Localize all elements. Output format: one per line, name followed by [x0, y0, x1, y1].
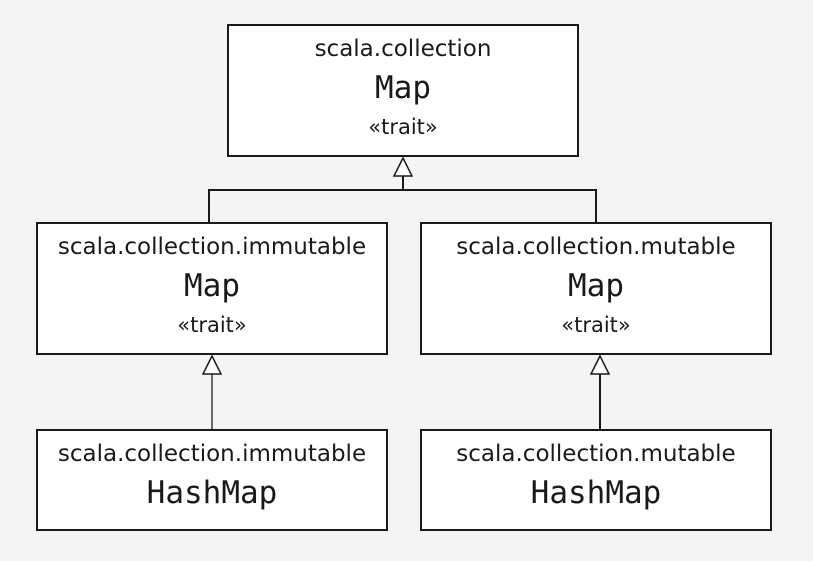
node-name: Map [375, 70, 431, 106]
node-stereotype: «trait» [561, 313, 631, 337]
node-name: Map [184, 268, 240, 304]
node-name: HashMap [146, 475, 278, 511]
inheritance-arrowhead [392, 156, 414, 177]
node-package: scala.collection.immutable [57, 441, 367, 467]
node-mutable-map: scala.collection.mutable Map «trait» [420, 222, 772, 355]
inheritance-arrowhead [589, 354, 611, 375]
node-package: scala.collection.immutable [57, 234, 367, 260]
edge-mutable-map-to-collection-map [403, 189, 597, 222]
inheritance-arrowhead [201, 354, 223, 375]
edge-immutable-map-to-collection-map [208, 176, 404, 222]
node-package: scala.collection.mutable [456, 441, 736, 467]
node-mutable-hashmap: scala.collection.mutable HashMap [420, 429, 772, 531]
node-scala-collection-map: scala.collection Map «trait» [227, 24, 579, 157]
node-name: Map [568, 268, 624, 304]
node-package: scala.collection.mutable [456, 234, 736, 260]
node-package: scala.collection [314, 36, 492, 62]
node-immutable-hashmap: scala.collection.immutable HashMap [36, 429, 388, 531]
node-immutable-map: scala.collection.immutable Map «trait» [36, 222, 388, 355]
node-stereotype: «trait» [177, 313, 247, 337]
node-stereotype: «trait» [368, 115, 438, 139]
node-name: HashMap [530, 475, 662, 511]
